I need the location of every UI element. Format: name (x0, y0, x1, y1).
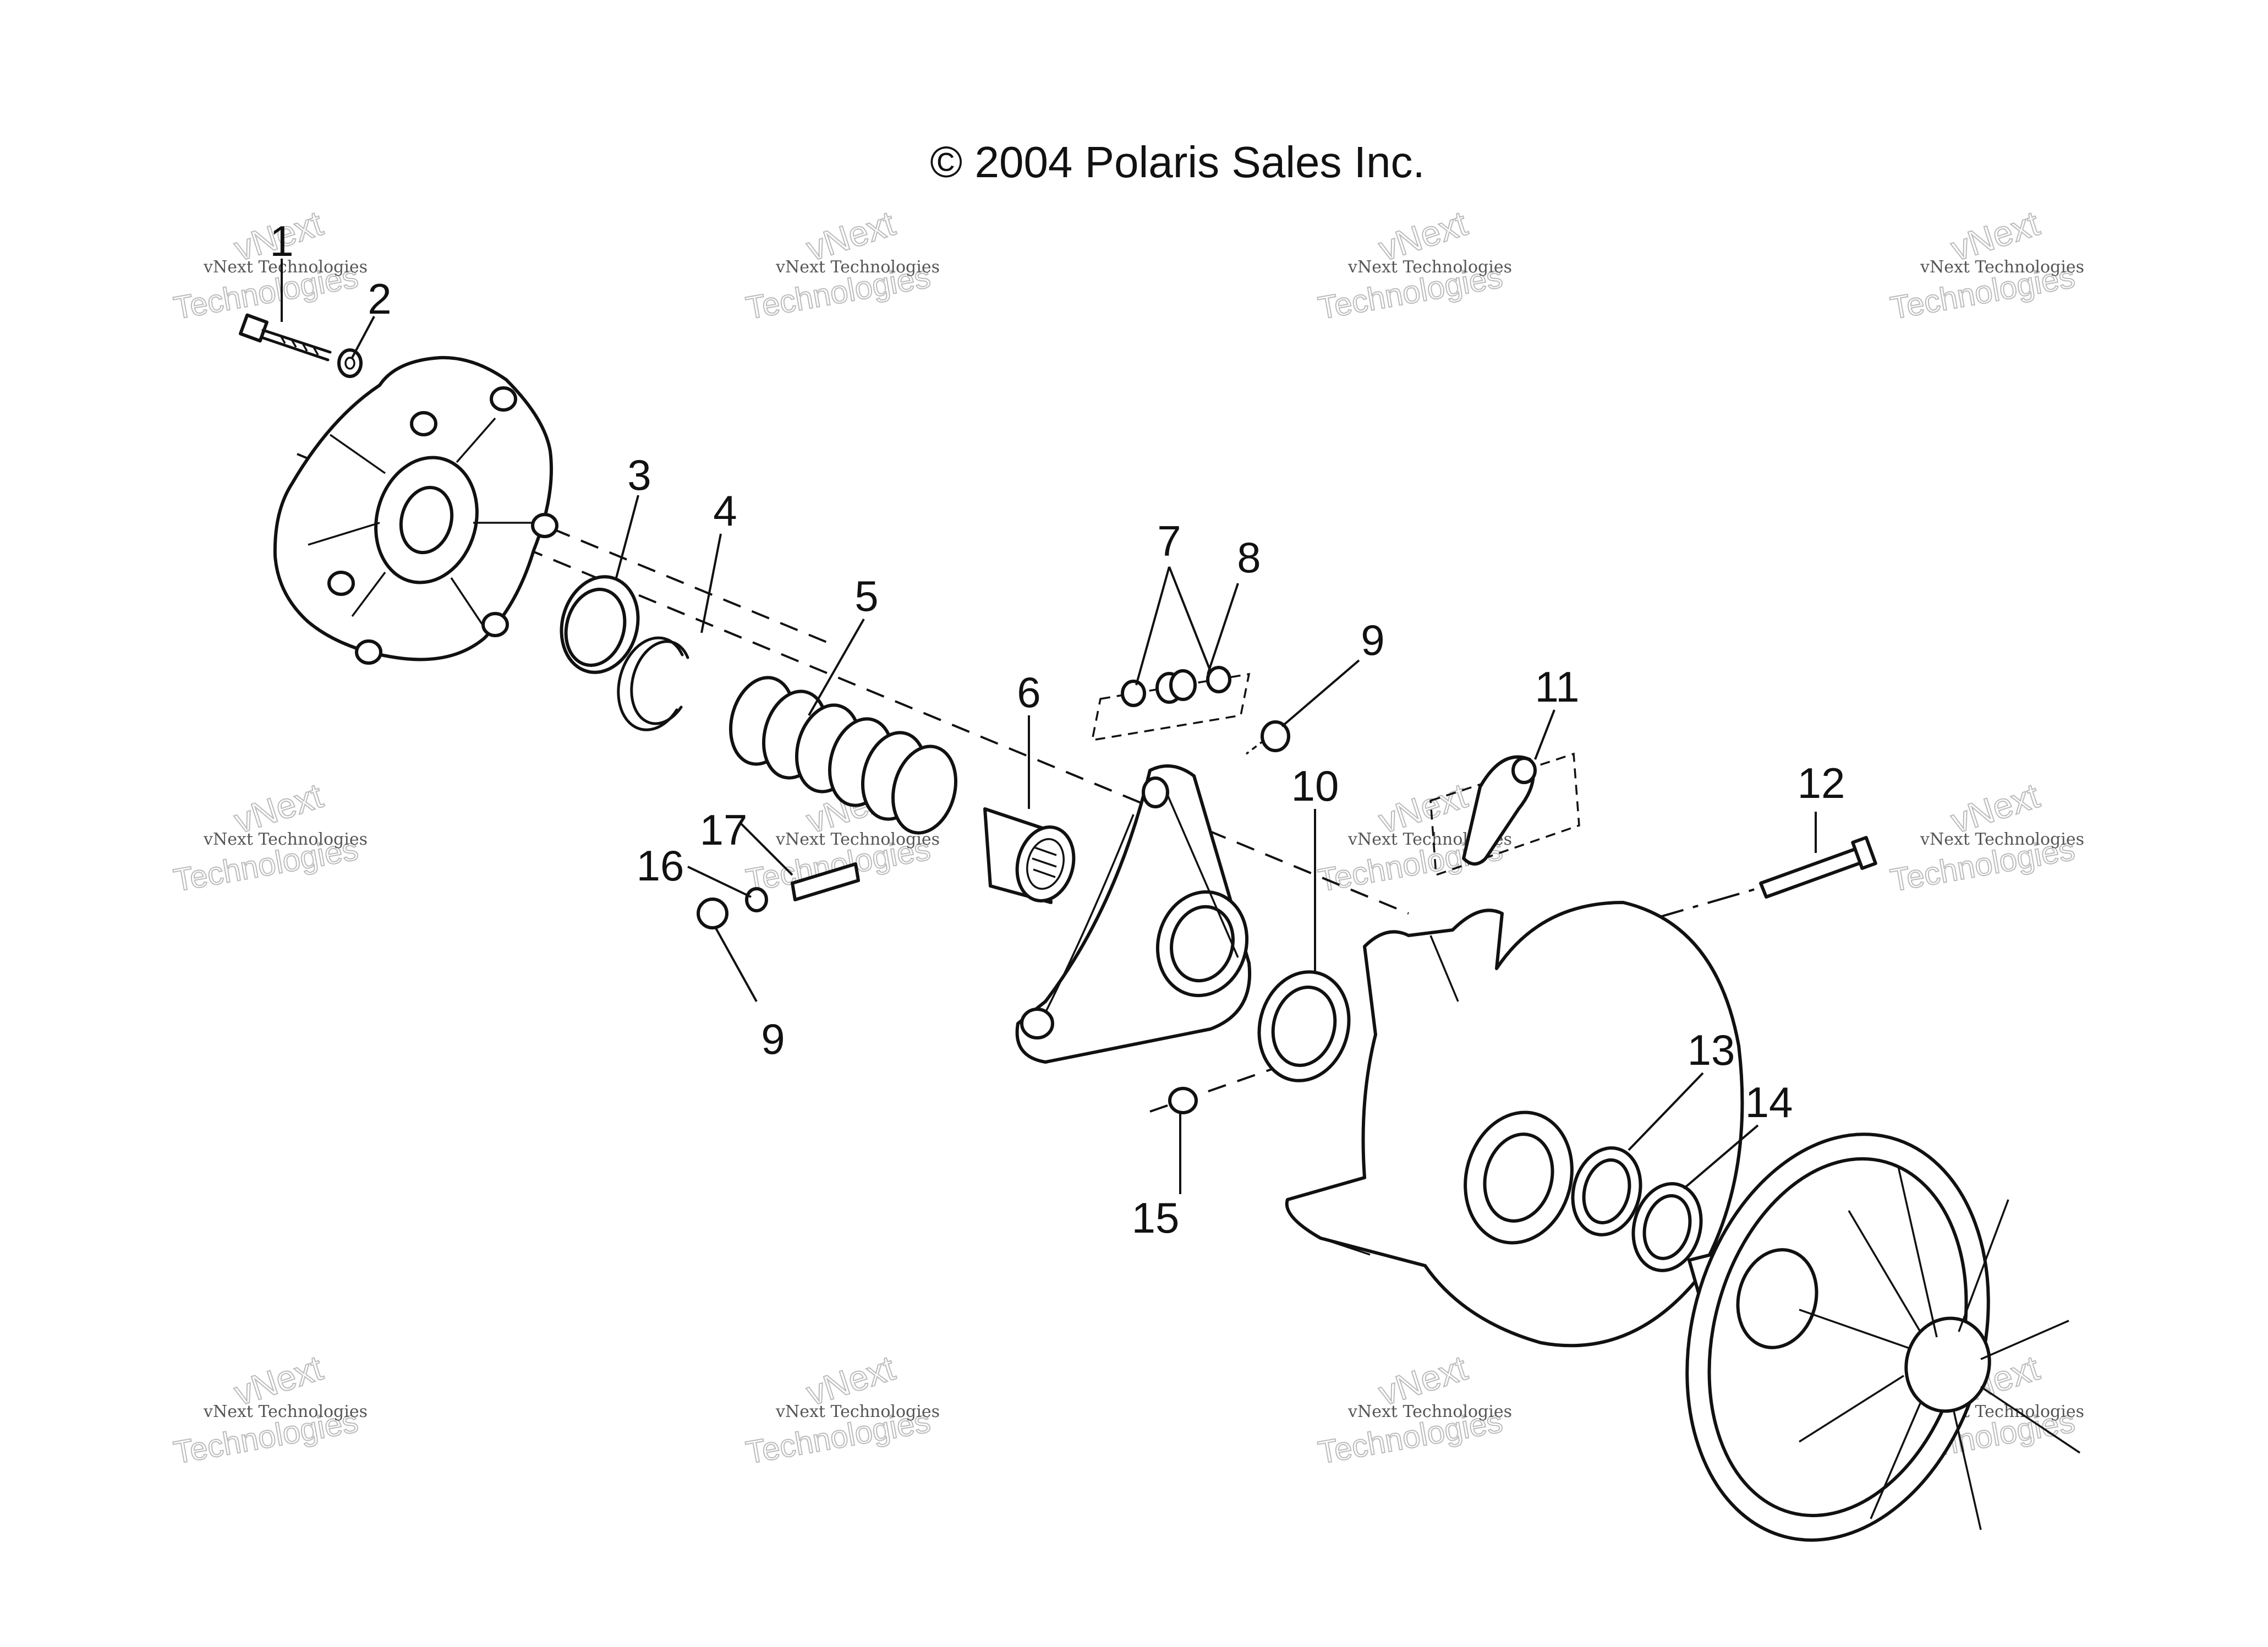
callout-10: 10 (1291, 762, 1339, 810)
part-bracket (1429, 752, 1580, 877)
part-hardware-set (1091, 666, 1251, 742)
callout-1: 1 (270, 217, 293, 265)
watermark-line-1: vNext Technologies (203, 258, 368, 277)
leader-lines (281, 259, 1817, 1194)
copyright-text: © 2004 Polaris Sales Inc. (930, 138, 1425, 187)
callout-9-upper: 9 (1361, 616, 1384, 664)
watermark-line-1: vNext Technologies (1347, 1402, 1512, 1421)
watermark-line-1: vNext Technologies (775, 1402, 940, 1421)
callout-5: 5 (854, 572, 878, 620)
callout-4: 4 (713, 486, 737, 535)
watermark-line-1: vNext Technologies (1347, 258, 1512, 277)
part-spider-arm (1015, 764, 1252, 1064)
callout-16: 16 (637, 841, 684, 890)
callout-2: 2 (368, 275, 391, 323)
part-washer-large (1257, 970, 1351, 1082)
callout-numbers: 1 2 3 4 5 6 7 8 9 9 10 11 12 13 14 15 16… (270, 217, 1845, 1242)
callout-15: 15 (1132, 1194, 1180, 1242)
watermark-line-1: vNext Technologies (1920, 830, 2084, 849)
part-pin (1759, 836, 1877, 899)
part-cover-plate (273, 355, 558, 665)
callout-7: 7 (1157, 517, 1181, 565)
part-washer (337, 348, 363, 378)
callout-12: 12 (1798, 759, 1845, 807)
part-bolt (238, 313, 332, 362)
callout-17: 17 (700, 806, 748, 854)
part-washer-small (1631, 1182, 1703, 1272)
callout-9-lower: 9 (761, 1015, 785, 1063)
part-sheave (1285, 901, 1744, 1348)
part-bushing (560, 575, 640, 674)
part-roller-pin (697, 862, 860, 929)
callout-14: 14 (1745, 1078, 1793, 1126)
callout-11: 11 (1535, 663, 1580, 711)
callout-3: 3 (627, 451, 651, 499)
part-snap-ring (617, 636, 689, 731)
part-collar (983, 807, 1076, 904)
part-bushing-small (1571, 1146, 1642, 1236)
part-nut (1168, 1087, 1198, 1114)
callout-13: 13 (1688, 1026, 1735, 1074)
watermark-line-1: vNext Technologies (203, 830, 368, 849)
part-button-upper (1245, 720, 1290, 755)
watermark-line-1: vNext Technologies (775, 258, 940, 277)
part-fixed-sheave (1685, 1132, 2080, 1542)
watermark-line-1: vNext Technologies (203, 1402, 368, 1421)
callout-8: 8 (1237, 533, 1261, 582)
callout-6: 6 (1017, 668, 1040, 716)
watermark-line-1: vNext Technologies (1920, 258, 2084, 277)
